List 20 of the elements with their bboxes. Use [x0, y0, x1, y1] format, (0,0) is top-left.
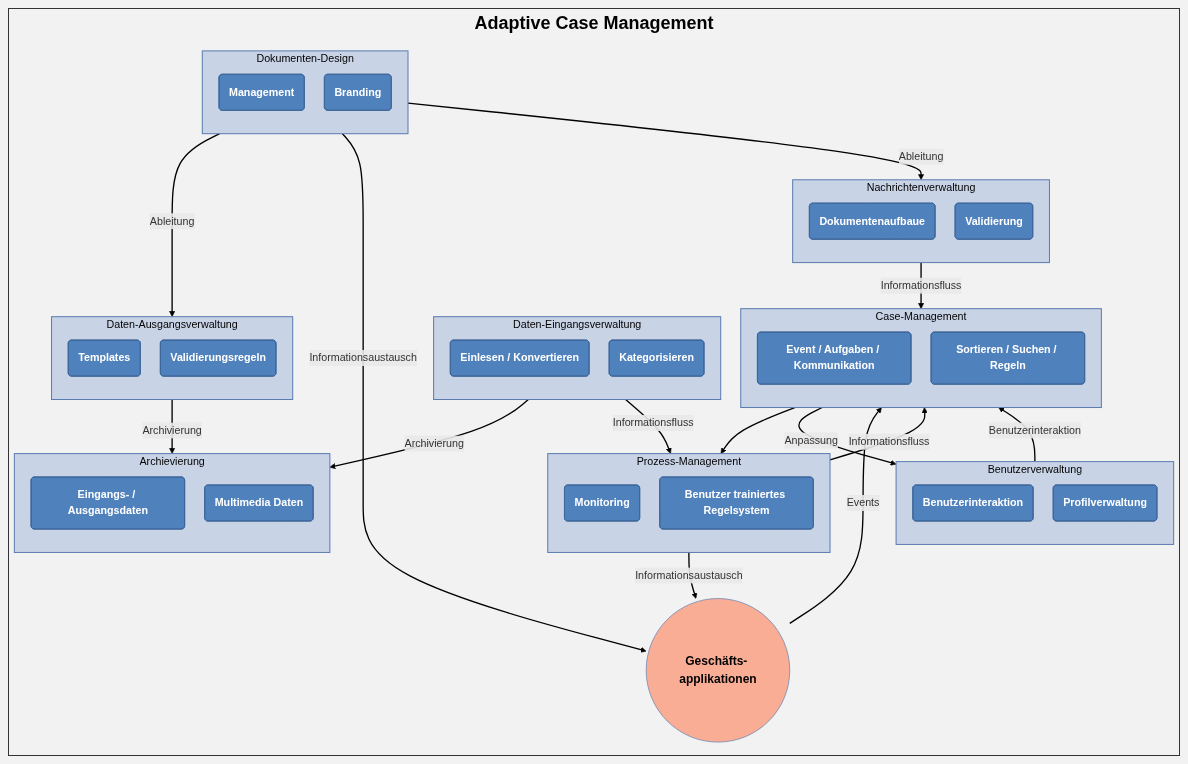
edge-label: Informationsfluss: [880, 279, 962, 291]
arrow: [789, 407, 882, 625]
arrow: [407, 102, 924, 181]
arrow: [341, 133, 647, 653]
arrow: [329, 398, 529, 469]
edge-label: Informationsfluss: [612, 417, 694, 429]
edge-label: Archivierung: [142, 424, 202, 436]
edge-label: Ableitung: [149, 215, 195, 227]
edge-label: Informationsaustausch: [309, 352, 417, 364]
diagram-title: Adaptive Case Management: [474, 13, 714, 34]
node-circle: Geschäfts- applikationen: [645, 598, 791, 743]
edge-label: Archivierung: [404, 437, 464, 449]
edge-label: Informationsaustausch: [635, 569, 743, 581]
edge-label: Ableitung: [898, 150, 944, 163]
edge-label: Benutzerinteraktion: [988, 424, 1081, 436]
edge-label: Informationsfluss: [848, 435, 930, 448]
arrow: [169, 133, 221, 317]
edge-label: Anpassung: [784, 434, 838, 446]
edge-label: Events: [846, 497, 880, 509]
arrow: [720, 406, 796, 454]
